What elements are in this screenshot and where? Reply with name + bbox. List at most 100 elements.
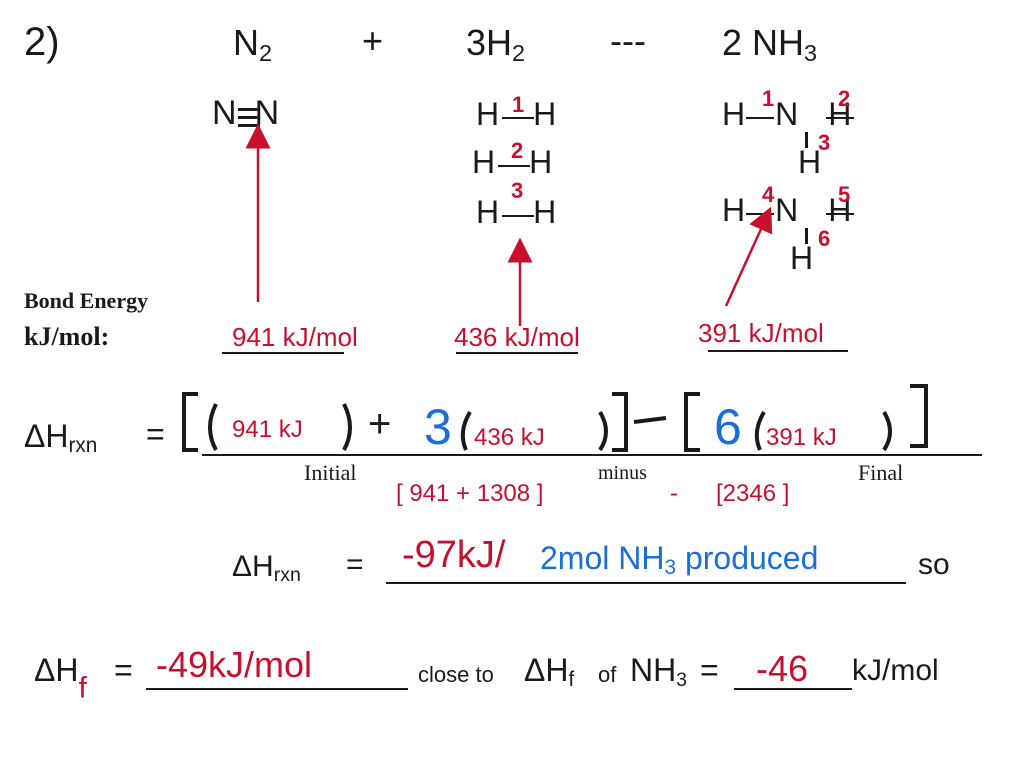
rxn-equals: = <box>146 416 165 452</box>
reactant-h2-symbol: 3H <box>466 22 513 63</box>
label-minus: minus <box>598 462 647 484</box>
formation-ref-equals: = <box>700 652 719 688</box>
coef-3: 3 <box>424 399 452 455</box>
nh3-bond-number-3: 3 <box>818 130 831 155</box>
nh3-bond-number-1: 1 <box>762 86 775 111</box>
result-blank-line <box>386 582 906 584</box>
bracket-open-initial <box>182 392 198 452</box>
nh3-bond-number-5: 5 <box>838 182 851 207</box>
nh3-bond-5 <box>826 213 854 215</box>
formation-equals: = <box>114 652 133 688</box>
paren-open-2 <box>460 410 472 451</box>
rxn-subscript: rxn <box>68 434 98 458</box>
formation-blank-line <box>146 688 408 690</box>
nh3-h-bottom-2: H <box>790 240 814 276</box>
paren-open-3 <box>754 410 766 451</box>
triple-bond-line-2 <box>238 116 260 119</box>
h2-bond-number-2: 2 <box>511 138 524 163</box>
bond-energy-h2: 436 kJ/mol <box>454 322 580 352</box>
label-final: Final <box>858 460 904 485</box>
bond-energy-label: Bond Energy <box>24 288 149 313</box>
equation-arrow: --- <box>610 20 646 61</box>
h-atom: H <box>722 96 746 132</box>
h-atom: H <box>828 192 852 228</box>
note-suffix: produced <box>676 540 819 576</box>
nh3-bond-number-6: 6 <box>818 226 831 251</box>
reactant-n2-subscript: 2 <box>259 39 273 66</box>
formation-delta-h: ΔHf <box>34 652 87 706</box>
term-plus: + <box>368 402 392 446</box>
f-subscript: f <box>78 671 87 705</box>
delta-h-symbol: ΔH <box>524 652 569 688</box>
nh3-symbol: NH <box>630 652 677 688</box>
h-atom: H <box>828 96 852 132</box>
h2-bond-2 <box>498 165 530 167</box>
product-nh3-symbol: 2 NH <box>722 22 805 63</box>
h2-bond-3 <box>502 215 534 217</box>
paren-open-1 <box>208 403 218 451</box>
bracket-close-final <box>910 384 928 448</box>
reactant-n2-symbol: N <box>233 22 259 63</box>
blank-line-h2 <box>456 352 578 354</box>
note-subscript: 3 <box>664 556 677 580</box>
term-391: 391 kJ <box>766 424 837 451</box>
arrow-nh3 <box>724 206 773 307</box>
blank-line-nh3 <box>708 350 848 352</box>
term-436: 436 kJ <box>474 424 545 451</box>
problem-number: 2) <box>24 20 60 64</box>
reactant-n2: N2 <box>233 22 272 67</box>
result-so: so <box>918 548 950 581</box>
note-prefix: 2mol NH <box>540 540 665 576</box>
f-subscript: f <box>568 668 575 692</box>
sum-minus: - <box>670 480 678 507</box>
n-atom: N <box>775 192 799 228</box>
formation-ref-value: -46 <box>756 648 809 689</box>
reactant-h2-subscript: 2 <box>512 39 526 66</box>
bond-energy-n2: 941 kJ/mol <box>232 322 358 352</box>
result-value: -97kJ/ <box>402 534 506 576</box>
h2-bond-number-3: 3 <box>511 178 524 203</box>
n2-atom-left: N <box>212 94 237 132</box>
term-941: 941 kJ <box>232 416 303 443</box>
h2-bond-1 <box>502 117 534 119</box>
close-to-text: close to <box>418 662 494 687</box>
product-nh3: 2 NH3 <box>722 22 817 67</box>
nh3-bond-number-2: 2 <box>838 86 851 111</box>
reactant-h2: 3H2 <box>466 22 525 67</box>
paren-close-3 <box>882 410 892 452</box>
minus-dash <box>633 416 667 424</box>
rxn-fraction-line <box>202 454 982 456</box>
nh3-bond-1 <box>746 117 774 119</box>
paren-close-2 <box>598 410 608 452</box>
h-atom: H <box>722 192 746 228</box>
equation-plus: + <box>362 20 384 61</box>
nh3-bond-6 <box>805 228 808 244</box>
rxn-delta-h: ΔHrxn <box>24 418 97 458</box>
h2-bond-number-1: 1 <box>512 92 525 117</box>
result-note: 2mol NH3 produced <box>540 540 818 580</box>
delta-h-symbol: ΔH <box>232 550 274 583</box>
bracket-open-final <box>684 392 700 452</box>
nh3-bond-number-4: 4 <box>762 182 775 207</box>
rxn-subscript: rxn <box>273 563 301 586</box>
paren-close-1 <box>342 403 352 451</box>
nh3-subscript: 3 <box>676 669 687 691</box>
bond-energy-unit-label: kJ/mol: <box>24 322 110 351</box>
h-atom: H <box>472 144 496 180</box>
product-nh3-subscript: 3 <box>804 39 818 66</box>
blank-line-n2 <box>222 352 344 354</box>
h-atom: H <box>476 96 500 132</box>
delta-h-symbol: ΔH <box>34 652 79 688</box>
h-atom: H <box>476 194 500 230</box>
formation-nh3: NH3 <box>630 652 687 692</box>
formation-unit: kJ/mol <box>852 654 939 687</box>
bond-energy-nh3: 391 kJ/mol <box>698 318 824 348</box>
bracket-close-initial <box>612 392 628 452</box>
nh3-bond-3 <box>805 132 808 148</box>
